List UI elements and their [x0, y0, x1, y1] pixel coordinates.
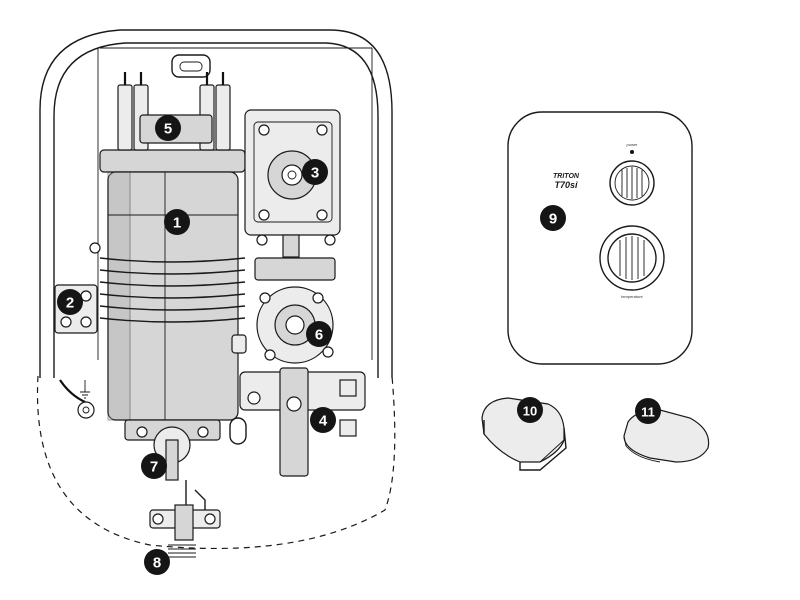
- callout-6-label: 6: [315, 327, 323, 344]
- callout-7: 7: [141, 453, 167, 479]
- callout-10: 10: [517, 397, 543, 423]
- callout-6: 6: [306, 321, 332, 347]
- callout-4-label: 4: [319, 413, 328, 430]
- callout-5-label: 5: [164, 121, 172, 138]
- callout-9: 9: [540, 205, 566, 231]
- callout-10-label: 10: [523, 404, 537, 419]
- cover-brand: TRITON: [553, 173, 580, 180]
- button-cap-11: [623, 409, 710, 463]
- flow-valve: [254, 257, 336, 364]
- power-knob-label: power: [627, 142, 639, 147]
- pressure-switch: [244, 109, 341, 258]
- callout-3: 3: [302, 159, 328, 185]
- button-cap-10: [481, 397, 567, 471]
- callout-1: 1: [164, 209, 190, 235]
- cover-model: T70si: [554, 180, 578, 190]
- callout-1-label: 1: [173, 215, 181, 232]
- shower-unit-internals: [36, 29, 396, 558]
- callout-3-label: 3: [311, 165, 319, 182]
- temperature-knob-label: temperature: [621, 294, 643, 299]
- heater-can: [99, 149, 247, 441]
- callout-2: 2: [57, 289, 83, 315]
- callout-4: 4: [310, 407, 336, 433]
- callout-8: 8: [144, 549, 170, 575]
- callout-2-label: 2: [66, 295, 74, 312]
- callout-11-label: 11: [641, 405, 655, 420]
- outlet-assembly: [149, 426, 221, 558]
- callout-7-label: 7: [150, 459, 158, 476]
- front-cover: TRITON T70si power temperature: [507, 111, 693, 365]
- callout-9-label: 9: [549, 211, 557, 228]
- callout-11: 11: [635, 398, 661, 424]
- power-knob[interactable]: power: [609, 142, 655, 206]
- temperature-knob[interactable]: temperature: [599, 225, 665, 299]
- callout-8-label: 8: [153, 555, 161, 572]
- callout-5: 5: [155, 115, 181, 141]
- water-inlet: [229, 367, 366, 477]
